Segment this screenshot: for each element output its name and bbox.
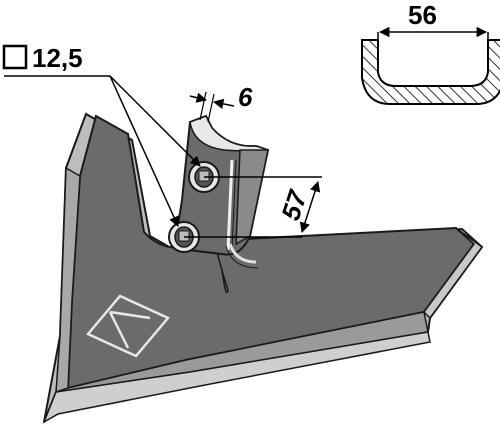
square-dimension-label: 12,5	[32, 43, 83, 73]
hole-spacing-label: 57	[275, 186, 313, 224]
thickness-dimension: 6	[189, 82, 253, 123]
blade-shank	[168, 114, 270, 269]
thickness-label: 6	[238, 82, 253, 112]
channel-width-label: 56	[408, 0, 437, 30]
sweep-blade	[42, 112, 484, 424]
square-dimension-callout: 12,5	[2, 43, 201, 227]
channel-cross-section: 56	[361, 0, 500, 105]
diamond-logo-icon	[85, 294, 171, 358]
square-icon	[2, 44, 28, 70]
channel-profile	[361, 39, 500, 105]
